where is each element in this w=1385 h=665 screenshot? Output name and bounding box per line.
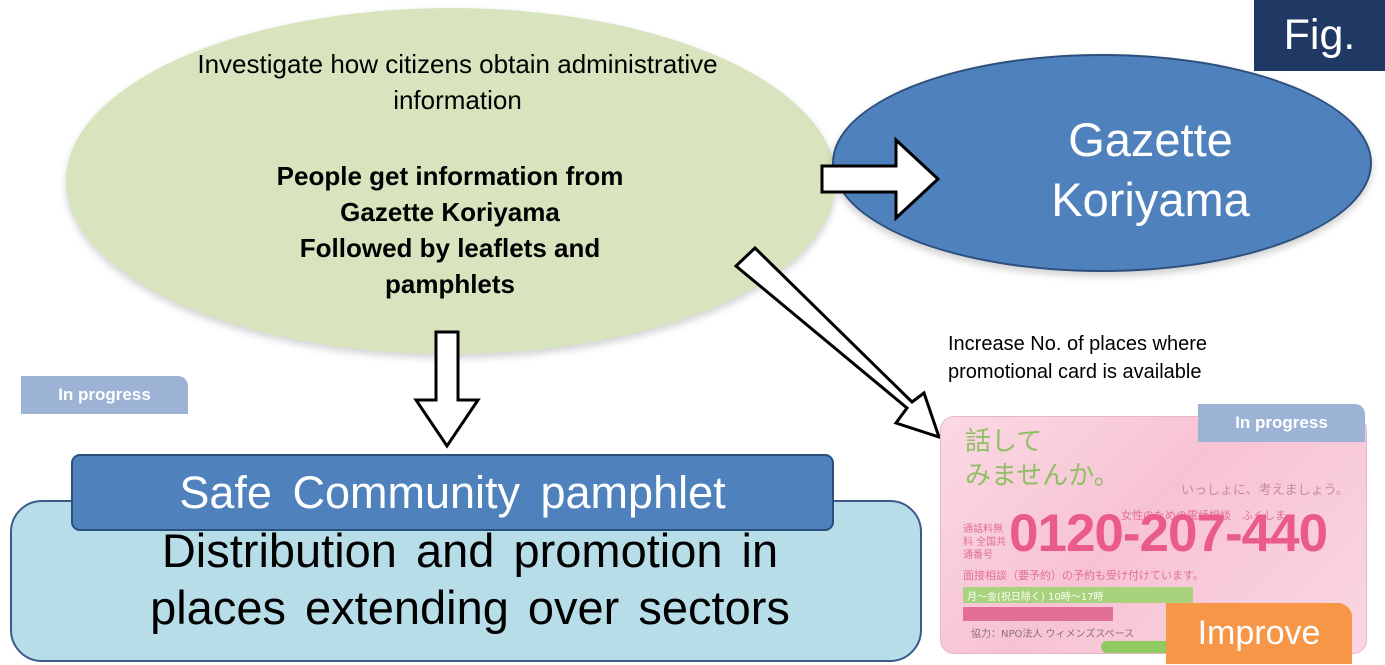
survey-ellipse bbox=[66, 8, 836, 354]
figure-label: Fig. 24 bbox=[1254, 0, 1385, 130]
finding-line: Gazette Koriyama bbox=[340, 197, 560, 227]
arrow-right-icon bbox=[820, 136, 941, 222]
card-phone-number: 0120-207-440 bbox=[1009, 504, 1328, 563]
card-headline: みませんか。 bbox=[965, 461, 1120, 491]
survey-finding-text: People get information from Gazette Kori… bbox=[170, 158, 730, 302]
card-line-label: 女性のための電話相談 ふくしま bbox=[1121, 509, 1286, 522]
card-hours-bar bbox=[963, 587, 1193, 603]
distribution-line: Distribution and promotion in bbox=[161, 524, 779, 577]
gazette-label: Gazette Koriyama bbox=[1008, 110, 1293, 230]
card-caption-line: Increase No. of places where bbox=[948, 333, 1208, 355]
pamphlet-title-banner: Safe Community pamphlet bbox=[71, 454, 834, 531]
status-badge-in-progress-right: In progress bbox=[1198, 404, 1365, 442]
gazette-line: Gazette bbox=[1068, 113, 1233, 166]
improve-badge: Improve bbox=[1166, 603, 1352, 664]
arrow-diagonal-icon bbox=[733, 245, 942, 440]
card-note: 面接相談（要予約）の予約も受け付けています。 bbox=[963, 569, 1204, 582]
card-pink-bar bbox=[963, 607, 1113, 621]
card-hours: 月～金(祝日除く) 10時～17時 bbox=[967, 592, 1104, 603]
finding-line: People get information from bbox=[276, 161, 624, 191]
card-footer: 協力：NPO法人 ウィメンズスペース bbox=[971, 629, 1135, 640]
finding-line: Followed by leaflets and bbox=[299, 233, 601, 263]
distribution-line: places extending over sectors bbox=[150, 581, 790, 634]
card-caption: Increase No. of places where promotional… bbox=[948, 330, 1368, 386]
card-caption-line: promotional card is available bbox=[948, 361, 1202, 383]
status-badge-in-progress-left: In progress bbox=[21, 376, 188, 414]
card-free-label: 通話料無料 全国共通番号 bbox=[963, 524, 1007, 561]
card-headline: 話して bbox=[965, 427, 1043, 457]
distribution-text: Distribution and promotion in places ext… bbox=[40, 522, 900, 636]
gazette-line: Koriyama bbox=[1051, 173, 1250, 226]
arrow-down-icon bbox=[413, 330, 481, 449]
survey-task-text: Investigate how citizens obtain administ… bbox=[197, 49, 718, 115]
card-subtitle: いっしょに、考えましょう。 bbox=[1181, 483, 1349, 498]
finding-line: pamphlets bbox=[384, 269, 516, 299]
